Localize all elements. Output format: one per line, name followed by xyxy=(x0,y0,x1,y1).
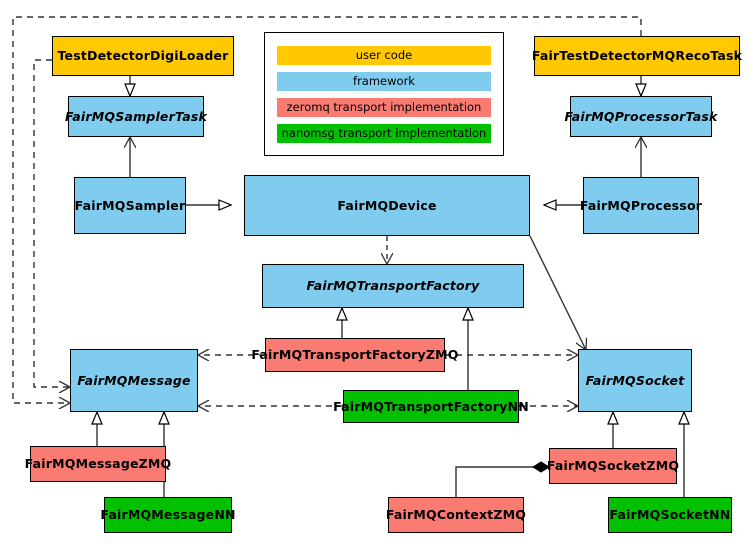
node-fairmq-socket-zmq[interactable]: FairMQSocketZMQ xyxy=(546,448,680,484)
node-fairmq-socket[interactable]: FairMQSocket xyxy=(578,349,692,412)
node-fairmq-processor[interactable]: FairMQProcessor xyxy=(579,177,703,234)
legend-label: user code xyxy=(355,48,413,62)
edge-device-socket xyxy=(529,235,586,350)
node-label: FairMQSocket xyxy=(585,372,685,388)
node-fair-test-detector-mq-reco-task[interactable]: FairTestDetectorMQRecoTask xyxy=(531,36,743,76)
node-label: FairMQTransportFactory xyxy=(306,278,480,294)
legend-item-user-code: user code xyxy=(277,45,491,65)
node-label: FairMQMessage xyxy=(77,372,191,388)
node-fairmq-transport-factory[interactable]: FairMQTransportFactory xyxy=(262,264,524,308)
legend-item-zeromq-transport: zeromq transport implementation xyxy=(277,97,491,117)
node-fairmq-message[interactable]: FairMQMessage xyxy=(70,349,198,412)
node-label: FairMQSocketNN xyxy=(609,507,731,523)
node-fairmq-message-zmq[interactable]: FairMQMessageZMQ xyxy=(25,446,171,482)
node-fairmq-device[interactable]: FairMQDevice xyxy=(244,175,530,236)
node-label: FairMQTransportFactoryNN xyxy=(333,398,529,414)
node-fairmq-transport-factory-nn[interactable]: FairMQTransportFactoryNN xyxy=(333,390,529,423)
legend-label: zeromq transport implementation xyxy=(286,100,482,114)
node-label: FairMQTransportFactoryZMQ xyxy=(251,347,459,363)
node-fairmq-processor-task[interactable]: FairMQProcessorTask xyxy=(564,96,717,137)
legend-label: framework xyxy=(353,74,415,88)
node-label: FairMQContextZMQ xyxy=(385,507,527,523)
node-label: FairMQProcessor xyxy=(579,197,703,213)
node-fairmq-message-nn[interactable]: FairMQMessageNN xyxy=(100,497,235,533)
node-fairmq-context-zmq[interactable]: FairMQContextZMQ xyxy=(385,497,527,533)
node-fairmq-socket-nn[interactable]: FairMQSocketNN xyxy=(608,497,732,533)
node-label: FairMQMessageNN xyxy=(100,507,236,523)
legend: user code framework zeromq transport imp… xyxy=(264,32,504,156)
node-label: FairMQDevice xyxy=(337,197,437,213)
node-label: FairMQSampler xyxy=(74,197,186,213)
legend-item-nanomsg-transport: nanomsg transport implementation xyxy=(277,123,491,143)
node-label: FairTestDetectorMQRecoTask xyxy=(531,48,743,64)
node-label: FairMQSamplerTask xyxy=(64,108,208,124)
node-label: FairMQSocketZMQ xyxy=(546,458,680,474)
node-test-detector-digi-loader[interactable]: TestDetectorDigiLoader xyxy=(52,36,234,76)
node-fairmq-transport-factory-zmq[interactable]: FairMQTransportFactoryZMQ xyxy=(251,338,458,372)
node-label: TestDetectorDigiLoader xyxy=(57,48,229,64)
node-fairmq-sampler[interactable]: FairMQSampler xyxy=(74,177,186,234)
node-label: FairMQProcessorTask xyxy=(564,108,718,124)
legend-item-framework: framework xyxy=(277,71,491,91)
legend-label: nanomsg transport implementation xyxy=(281,126,487,140)
node-label: FairMQMessageZMQ xyxy=(24,456,172,472)
node-fairmq-sampler-task[interactable]: FairMQSamplerTask xyxy=(64,96,208,137)
